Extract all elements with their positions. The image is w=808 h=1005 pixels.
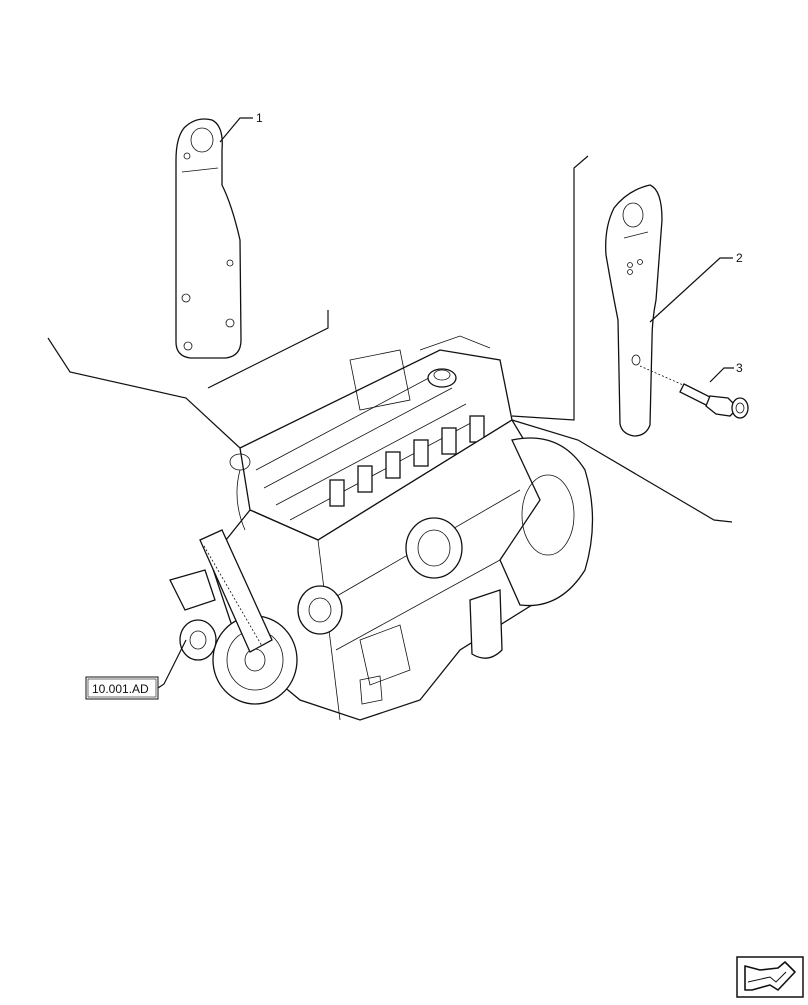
flange-bolt-3 [639,365,749,419]
callout-3: 3 [736,361,743,375]
assembly-lines [47,155,733,523]
lifting-bracket-2 [605,184,663,437]
leader-line-2 [649,257,733,323]
lifting-bracket-1 [175,118,242,359]
leader-line-3 [709,367,734,383]
reference-10-001-AD[interactable]: 10.001.AD [85,676,159,700]
next-page-arrow-icon[interactable] [736,956,804,998]
callout-2: 2 [736,251,743,265]
engine-assembly [169,335,594,721]
reference-leader [157,639,187,689]
callout-1: 1 [256,111,263,125]
leader-line-1 [219,117,253,143]
reference-label: 10.001.AD [92,682,149,696]
